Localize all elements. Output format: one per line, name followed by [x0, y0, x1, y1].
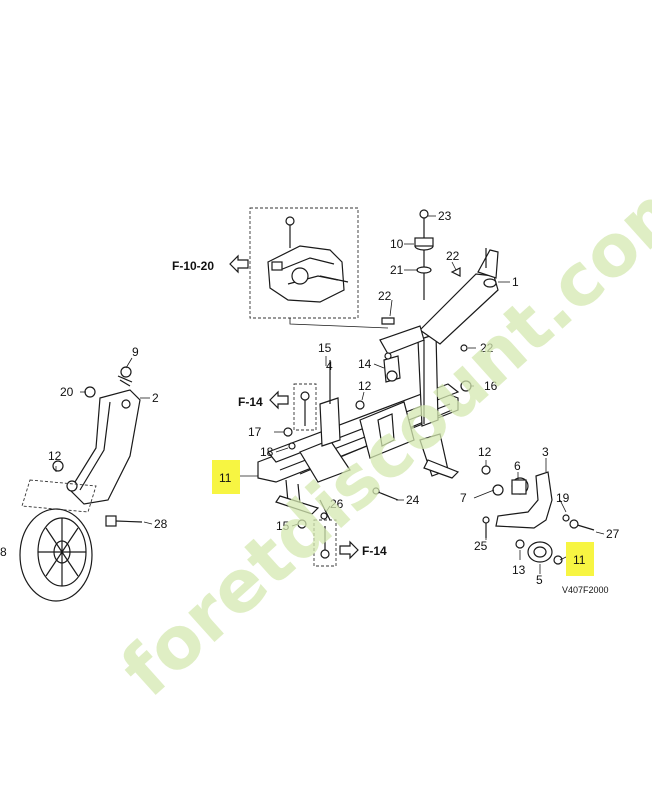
highlight-box-left	[212, 460, 240, 494]
callout-1[interactable]: 1	[512, 275, 519, 289]
callout-12-wheel[interactable]: 12	[48, 449, 62, 463]
callout-11-left[interactable]: 11	[219, 471, 232, 485]
callout-27[interactable]: 27	[606, 527, 620, 541]
callout-19[interactable]: 19	[556, 491, 570, 505]
bolt-f14-lower	[313, 519, 337, 567]
callout-9[interactable]: 9	[132, 345, 139, 359]
ref-f-10-20[interactable]: F-10-20	[172, 254, 249, 274]
ref-f-14-upper[interactable]: F-14	[238, 390, 289, 410]
ref-label: F-10-20	[172, 259, 214, 273]
callout-14[interactable]: 14	[358, 357, 372, 371]
callout-21[interactable]: 21	[390, 263, 404, 277]
callout-15-lower[interactable]: 15	[276, 519, 290, 533]
callout-28[interactable]: 28	[154, 517, 168, 531]
callout-3[interactable]: 3	[542, 445, 549, 459]
callout-4[interactable]: 4	[326, 359, 333, 373]
callout-7[interactable]: 7	[460, 491, 467, 505]
diagram-code: V407F2000	[562, 585, 609, 595]
callout-5[interactable]: 5	[536, 573, 543, 587]
bolt-f14-upper	[293, 383, 317, 431]
callout-2[interactable]: 2	[152, 391, 159, 405]
callout-23[interactable]: 23	[438, 209, 452, 223]
callout-22-mid[interactable]: 22	[378, 289, 392, 303]
callout-20[interactable]: 20	[60, 385, 74, 399]
callout-17[interactable]: 17	[248, 425, 262, 439]
callout-6[interactable]: 6	[514, 459, 521, 473]
ref-f-14-lower[interactable]: F-14	[339, 540, 387, 560]
engine-mount-group	[249, 207, 389, 329]
top-stack	[414, 209, 461, 300]
pulley-assembly	[481, 465, 595, 565]
callout-16[interactable]: 16	[484, 379, 498, 393]
callout-15-upper[interactable]: 15	[318, 341, 332, 355]
callout-12-pulley[interactable]: 12	[478, 445, 492, 459]
leader-lines	[55, 215, 605, 574]
callout-12-frame[interactable]: 12	[358, 379, 372, 393]
callout-11-right[interactable]: 11	[573, 553, 586, 567]
callout-24[interactable]: 24	[406, 493, 420, 507]
ref-label: F-14	[238, 395, 263, 409]
callout-22-top[interactable]: 22	[446, 249, 460, 263]
callout-10[interactable]: 10	[390, 237, 404, 251]
watermark: foretdiscount.com	[105, 154, 652, 713]
wheel-assembly	[19, 366, 143, 602]
ref-label: F-14	[362, 544, 387, 558]
main-frame	[257, 248, 499, 529]
callout-18[interactable]: 18	[260, 445, 274, 459]
callout-22-right[interactable]: 22	[480, 341, 494, 355]
callout-8[interactable]: 8	[0, 545, 7, 559]
callout-13[interactable]: 13	[512, 563, 526, 577]
callout-26[interactable]: 26	[330, 497, 344, 511]
callouts: 1 2 3 4 5 6 7 8 9 10 11 11 12 12 12 13 1…	[0, 209, 620, 587]
highlight-box-right	[566, 542, 594, 576]
callout-25[interactable]: 25	[474, 539, 488, 553]
